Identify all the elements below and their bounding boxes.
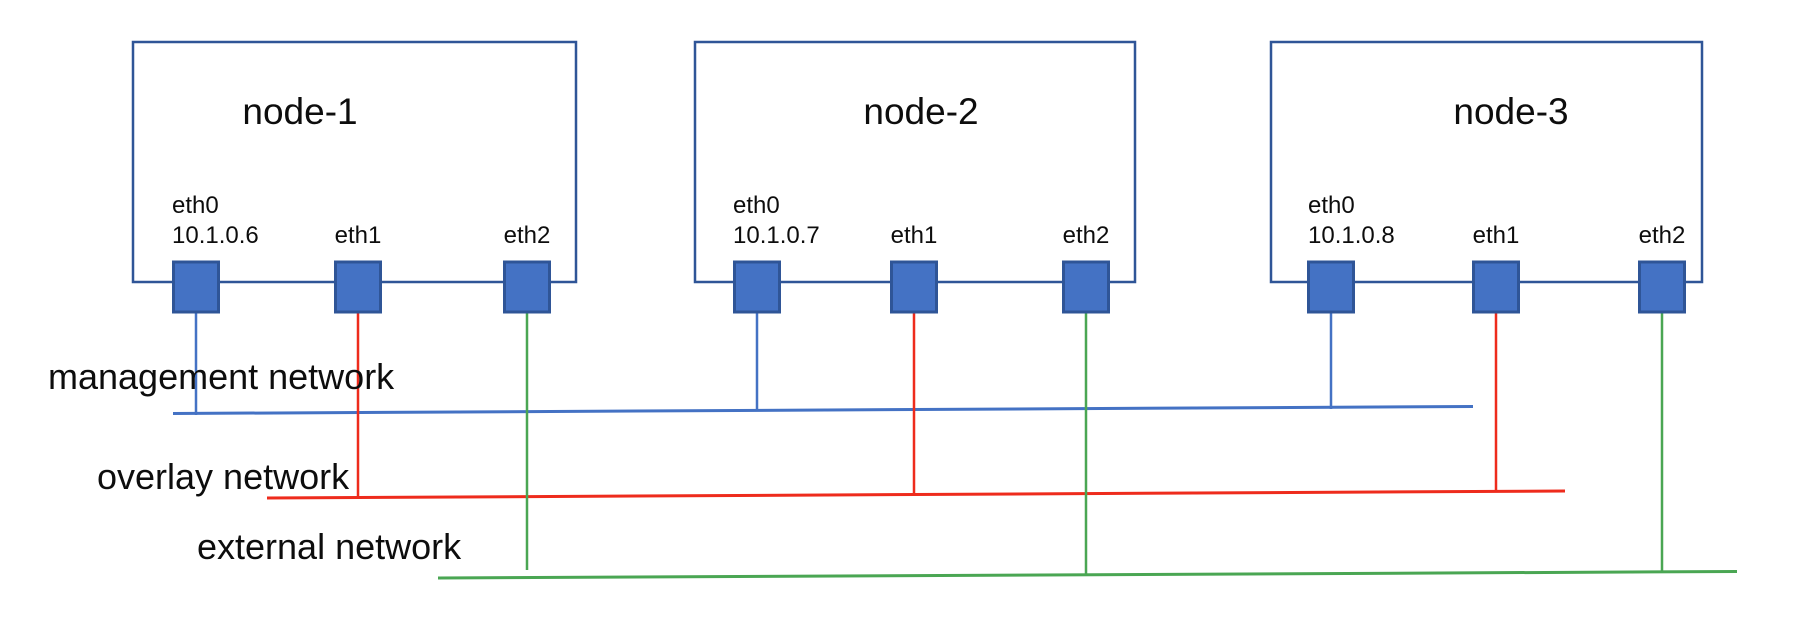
node-3-eth1-port — [1472, 260, 1520, 314]
node-1-eth0-port — [172, 260, 220, 314]
overlay-network-bus — [266, 489, 1566, 500]
node-2-eth1-port — [890, 260, 938, 314]
external-network-bus — [437, 570, 1738, 580]
node-1-eth2-label: eth2 — [503, 222, 551, 249]
node-3-eth2-label: eth2 — [1638, 222, 1686, 249]
node-1-title: node-1 — [242, 91, 358, 132]
node-2-title: node-2 — [863, 91, 979, 132]
management-network-bus — [172, 405, 1474, 415]
node-3-eth1-label: eth1 — [1472, 222, 1520, 249]
node-1-eth0-label: eth0 — [172, 192, 219, 219]
overlay-network-label: overlay network — [97, 456, 350, 497]
node-2-eth0-port — [733, 260, 781, 314]
external-network-label: external network — [197, 526, 462, 567]
node-3-eth0-label: eth0 — [1308, 192, 1355, 219]
node-1-eth0-ip: 10.1.0.6 — [172, 222, 259, 249]
node-2-eth1-label: eth1 — [890, 222, 938, 249]
node-2-eth2-label: eth2 — [1062, 222, 1110, 249]
node-1-eth1-port — [334, 260, 382, 314]
node-1-eth1-label: eth1 — [334, 222, 382, 249]
node-2-eth2-port — [1062, 260, 1110, 314]
node-3-title: node-3 — [1453, 91, 1569, 132]
node-3-eth0-ip: 10.1.0.8 — [1308, 222, 1395, 249]
node-3-eth2-port — [1638, 260, 1686, 314]
management-network-label: management network — [48, 356, 395, 397]
node-2-eth0-ip: 10.1.0.7 — [733, 222, 820, 249]
node-2-eth0-label: eth0 — [733, 192, 780, 219]
node-3-eth0-port — [1307, 260, 1355, 314]
node-1-eth2-port — [503, 260, 551, 314]
